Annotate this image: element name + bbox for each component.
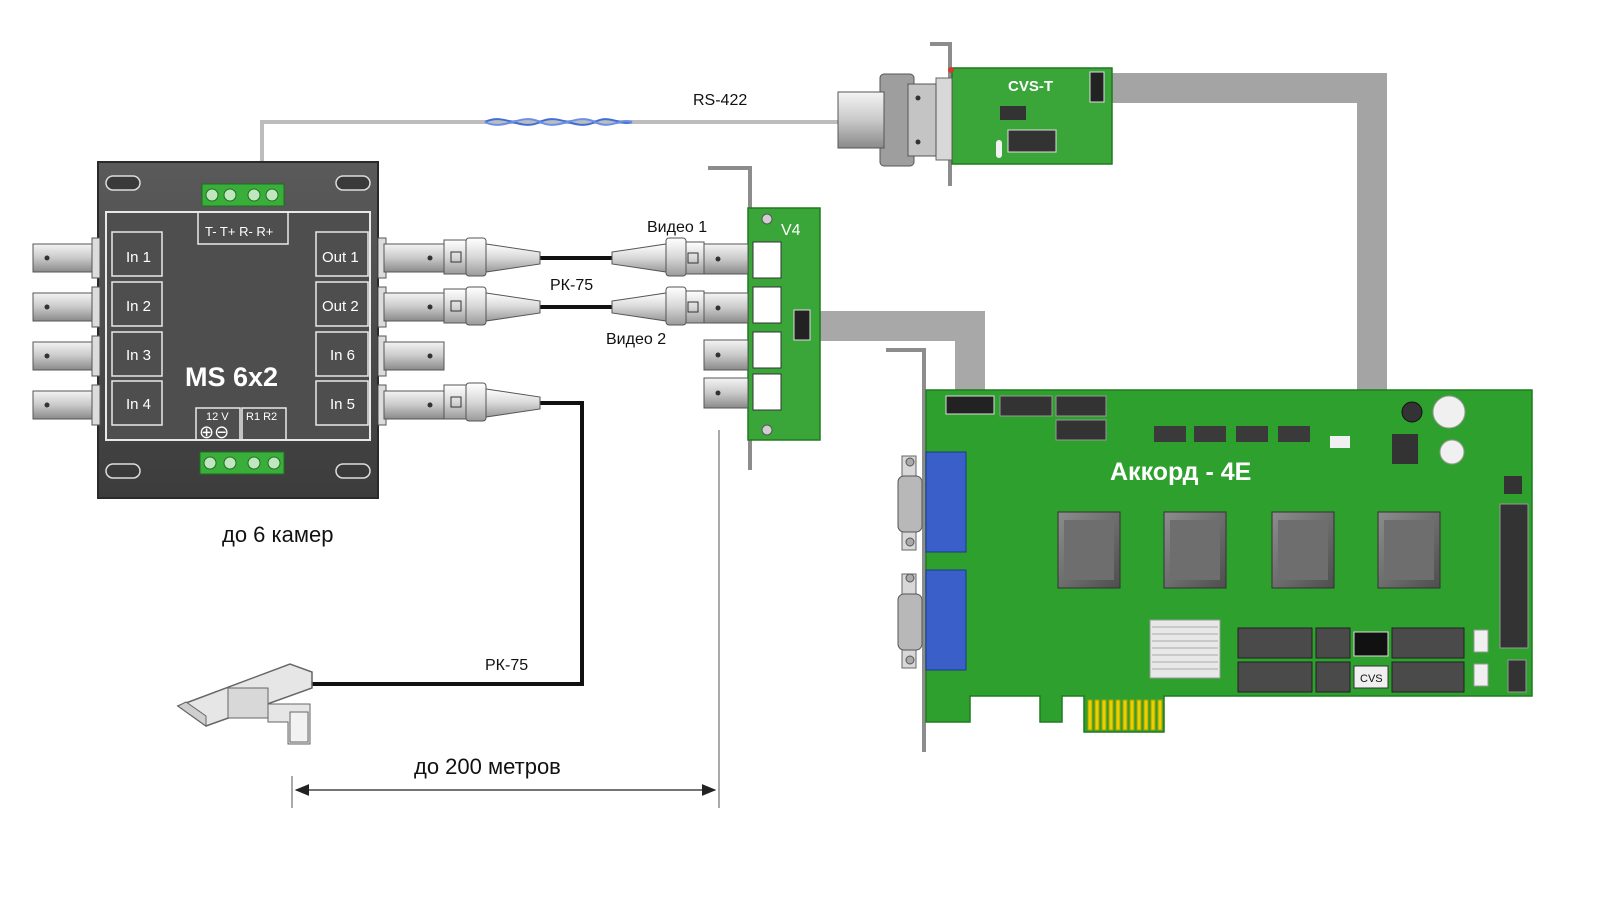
main-chips — [1057, 511, 1441, 589]
bnc-plugs-v4-side — [611, 237, 705, 326]
video1-label: Видео 1 — [647, 219, 707, 236]
cvs-t-card: CVS-T — [837, 42, 1113, 186]
power-label: 12 V — [206, 411, 229, 423]
power-symbols: ⊕⊖ — [199, 422, 229, 442]
coax-camera-label: РК-75 — [485, 657, 528, 674]
pcie-gold-fingers — [1087, 699, 1163, 731]
distance-dimension: до 200 метров — [291, 430, 720, 808]
port-out-1-label: Out 1 — [322, 249, 359, 266]
main-board-label: Аккорд - 4E — [1110, 458, 1251, 486]
port-in-2-label: In 2 — [126, 298, 151, 315]
port-in-1-label: In 1 — [126, 249, 151, 266]
top-terminal-label: T- T+ R- R+ — [205, 224, 273, 239]
input-port-boxes: In 1 In 2 In 3 In 4 — [111, 231, 163, 426]
left-bnc-sockets — [32, 237, 101, 426]
port-in-3-label: In 3 — [126, 347, 151, 364]
output-port-boxes: Out 1 Out 2 In 6 In 5 — [315, 231, 369, 426]
ms-unit-caption: до 6 камер — [222, 522, 333, 547]
v4-label: V4 — [781, 222, 801, 239]
vga-connectors — [897, 451, 967, 671]
mount-slot — [105, 175, 141, 191]
right-bnc-sockets — [377, 237, 445, 426]
coax-upper-label: РК-75 — [550, 277, 593, 294]
bottom-terminal-block — [199, 451, 285, 475]
port-in-6-label: In 6 — [330, 347, 355, 364]
memory-chips — [1237, 627, 1465, 693]
mount-slot — [105, 463, 141, 479]
coax-cables — [292, 256, 612, 686]
camera-icon — [176, 663, 313, 745]
ms-unit: T- T+ R- R+ 12 V ⊕⊖ R1 R2 MS 6x2 In 1 In… — [32, 161, 445, 547]
bnc-plugs-ms-side — [443, 237, 541, 422]
top-terminal-block — [201, 183, 285, 207]
rs422-label: RS-422 — [693, 92, 747, 109]
port-out-2-label: Out 2 — [322, 298, 359, 315]
port-in-4-label: In 4 — [126, 396, 151, 413]
heatsink — [1149, 619, 1221, 679]
mount-slot — [335, 463, 371, 479]
distance-label: до 200 метров — [414, 754, 561, 779]
mount-slot — [335, 175, 371, 191]
ms-unit-title: MS 6x2 — [185, 362, 278, 392]
cvs-connector-label: CVS — [1360, 673, 1383, 685]
cvs-t-label: CVS-T — [1008, 78, 1053, 95]
v4-card: V4 — [703, 166, 821, 470]
port-in-5-label: In 5 — [330, 396, 355, 413]
relay-label: R1 R2 — [246, 411, 277, 423]
main-board: Аккорд - 4E — [886, 348, 1533, 752]
video2-label: Видео 2 — [606, 331, 666, 348]
